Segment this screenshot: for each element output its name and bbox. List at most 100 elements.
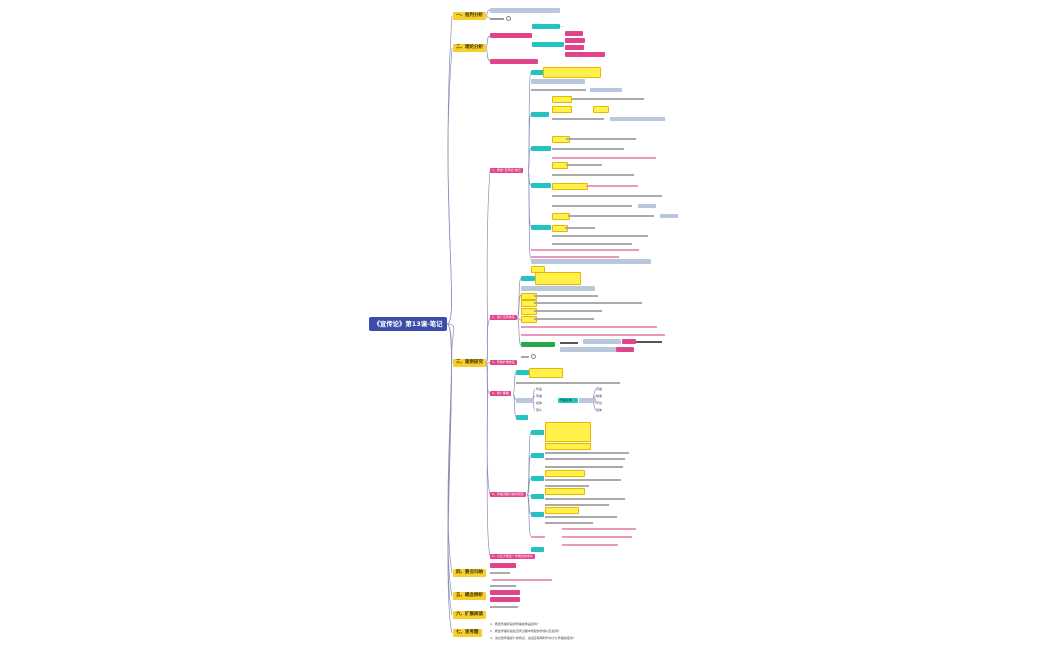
section-4[interactable]: 四、要点归纳 <box>453 569 486 577</box>
s2-leaf-b[interactable] <box>532 42 564 47</box>
b1-sub-5-t1 <box>568 213 678 218</box>
b4-center[interactable]: 传播主体 <box>558 398 578 403</box>
b5-sub-2-y[interactable] <box>545 443 591 450</box>
b1-sub-1-yellow[interactable] <box>543 67 601 78</box>
s4-item-4 <box>490 583 516 588</box>
b2-t1 <box>534 293 598 298</box>
s1-item-1[interactable] <box>490 8 560 13</box>
b4-sub-3[interactable] <box>516 415 528 420</box>
b5-sub-1-y[interactable] <box>545 422 591 442</box>
b1-sub-5-y2[interactable] <box>552 225 568 232</box>
b1-line-2 <box>531 87 622 92</box>
section-7[interactable]: 七、思考题 <box>453 629 482 637</box>
b5-t8 <box>545 514 617 519</box>
b2-green-b4[interactable] <box>560 347 616 352</box>
b1-line-1[interactable] <box>531 79 585 84</box>
b5-sub-3[interactable] <box>531 476 544 481</box>
b1-sub-2-y1[interactable] <box>552 96 572 103</box>
b1-sub-3-y1[interactable] <box>552 136 570 143</box>
b1-sub-3-t3 <box>552 155 656 160</box>
b5-sub-5[interactable] <box>531 512 544 517</box>
b1-sub-4-t5 <box>552 203 656 208</box>
b2-t5 <box>521 324 657 329</box>
b4-center-2[interactable] <box>579 398 596 403</box>
section-5[interactable]: 五、概念辨析 <box>453 592 486 600</box>
b1-sub-5-y1[interactable] <box>552 213 570 220</box>
s2-leaf-a[interactable] <box>532 24 560 29</box>
b5-sub-1[interactable] <box>531 430 544 435</box>
b2-line-1[interactable] <box>521 286 595 291</box>
b1-sub-5-t4 <box>552 241 632 246</box>
b2-green-b2[interactable] <box>622 339 636 344</box>
s3-branch-2[interactable]: 2、媒介宣传体系 <box>490 315 517 320</box>
b5-t5 <box>545 483 589 488</box>
b5-sub-5-y[interactable] <box>545 507 579 514</box>
b1-sub-2-t2 <box>552 116 665 121</box>
section-2[interactable]: 二、理论分析 <box>453 44 486 52</box>
b2-y2[interactable] <box>521 300 537 307</box>
b2-green[interactable] <box>521 342 555 347</box>
collapse-dot-icon[interactable] <box>506 16 511 21</box>
s2-leaf-b3[interactable] <box>565 45 584 50</box>
s4-item-3 <box>490 577 554 582</box>
b5-sub-3-y[interactable] <box>545 470 585 477</box>
b1-sub-4-t2 <box>552 172 634 177</box>
b5-t9 <box>545 520 593 525</box>
b1-sub-1[interactable] <box>531 70 545 75</box>
b5-sub-6[interactable] <box>531 547 544 552</box>
b2-green-b1[interactable] <box>583 339 621 344</box>
b5-sub-2[interactable] <box>531 453 544 458</box>
s3-branch-6[interactable]: 6、以及大概念一步概念的本文 <box>490 554 535 559</box>
b1-sub-2-y3[interactable] <box>593 106 609 113</box>
s3-branch-5[interactable]: 5、传播流程与模式研究 <box>490 492 526 497</box>
b5-sub-4[interactable] <box>531 494 544 499</box>
b4-sub-1[interactable] <box>516 370 530 375</box>
b2-y1[interactable] <box>521 293 537 300</box>
b1-note-1 <box>531 247 639 252</box>
root-topic[interactable]: 《宣传论》第13课-笔记 <box>369 317 447 331</box>
s5-item-2[interactable] <box>490 597 520 602</box>
b5-t4 <box>545 477 621 482</box>
b4-sub-1-y[interactable] <box>529 368 563 378</box>
s2-leaf-b4[interactable] <box>565 52 605 57</box>
s3-branch-1[interactable]: 1、概述“宣传论”的元 <box>490 168 524 173</box>
s1-item-2[interactable] <box>490 16 511 21</box>
b1-sub-5[interactable] <box>531 225 551 230</box>
section-6[interactable]: 六、扩展阅读 <box>453 611 486 619</box>
b1-sub-3[interactable] <box>531 146 551 151</box>
b4-leaf-3: 媒体 <box>536 401 543 405</box>
s4-item-1[interactable] <box>490 563 516 568</box>
s3-branch-4[interactable]: 4、媒介策略 <box>490 391 511 396</box>
b1-sub-4-y2[interactable] <box>552 183 588 190</box>
b1-sub-4-y1[interactable] <box>552 162 568 169</box>
b5-sub-4-y[interactable] <box>545 488 585 495</box>
s3-branch-3[interactable]: 3、传播扩散效应 <box>490 360 517 365</box>
b5-t10 <box>531 534 545 539</box>
b5-t7 <box>545 502 609 507</box>
b1-sub-5-t3 <box>552 233 648 238</box>
b4-r2: 效果 <box>596 394 603 398</box>
b2-sub-1-y[interactable] <box>535 272 581 285</box>
b4-leaf-2: 传播 <box>536 394 543 398</box>
b1-sub-2[interactable] <box>531 112 549 117</box>
s2-leaf-b1[interactable] <box>565 31 583 36</box>
s5-item-1[interactable] <box>490 590 520 595</box>
s2-leaf-b2[interactable] <box>565 38 585 43</box>
b4-sub-2[interactable] <box>516 398 534 403</box>
b1-sub-4-t1 <box>566 162 602 167</box>
b1-sub-2-y2[interactable] <box>552 106 572 113</box>
s2-branch-2[interactable] <box>490 59 538 64</box>
b2-y4[interactable] <box>521 316 537 323</box>
section-1[interactable]: 一、批判分析 <box>453 12 486 20</box>
b2-t4 <box>534 316 594 321</box>
b1-sub-4[interactable] <box>531 183 551 188</box>
b4-r3: 环境 <box>596 401 603 405</box>
s2-leaf-a-note: —— <box>558 24 564 28</box>
s2-branch-1[interactable] <box>490 33 532 38</box>
b2-sub-1[interactable] <box>521 276 535 281</box>
b2-y3[interactable] <box>521 308 537 315</box>
collapse-dot-icon[interactable] <box>531 354 536 359</box>
b2-green-b5[interactable] <box>616 347 634 352</box>
section-3[interactable]: 三、案例研究 <box>453 359 486 367</box>
b1-note-3[interactable] <box>531 259 651 264</box>
